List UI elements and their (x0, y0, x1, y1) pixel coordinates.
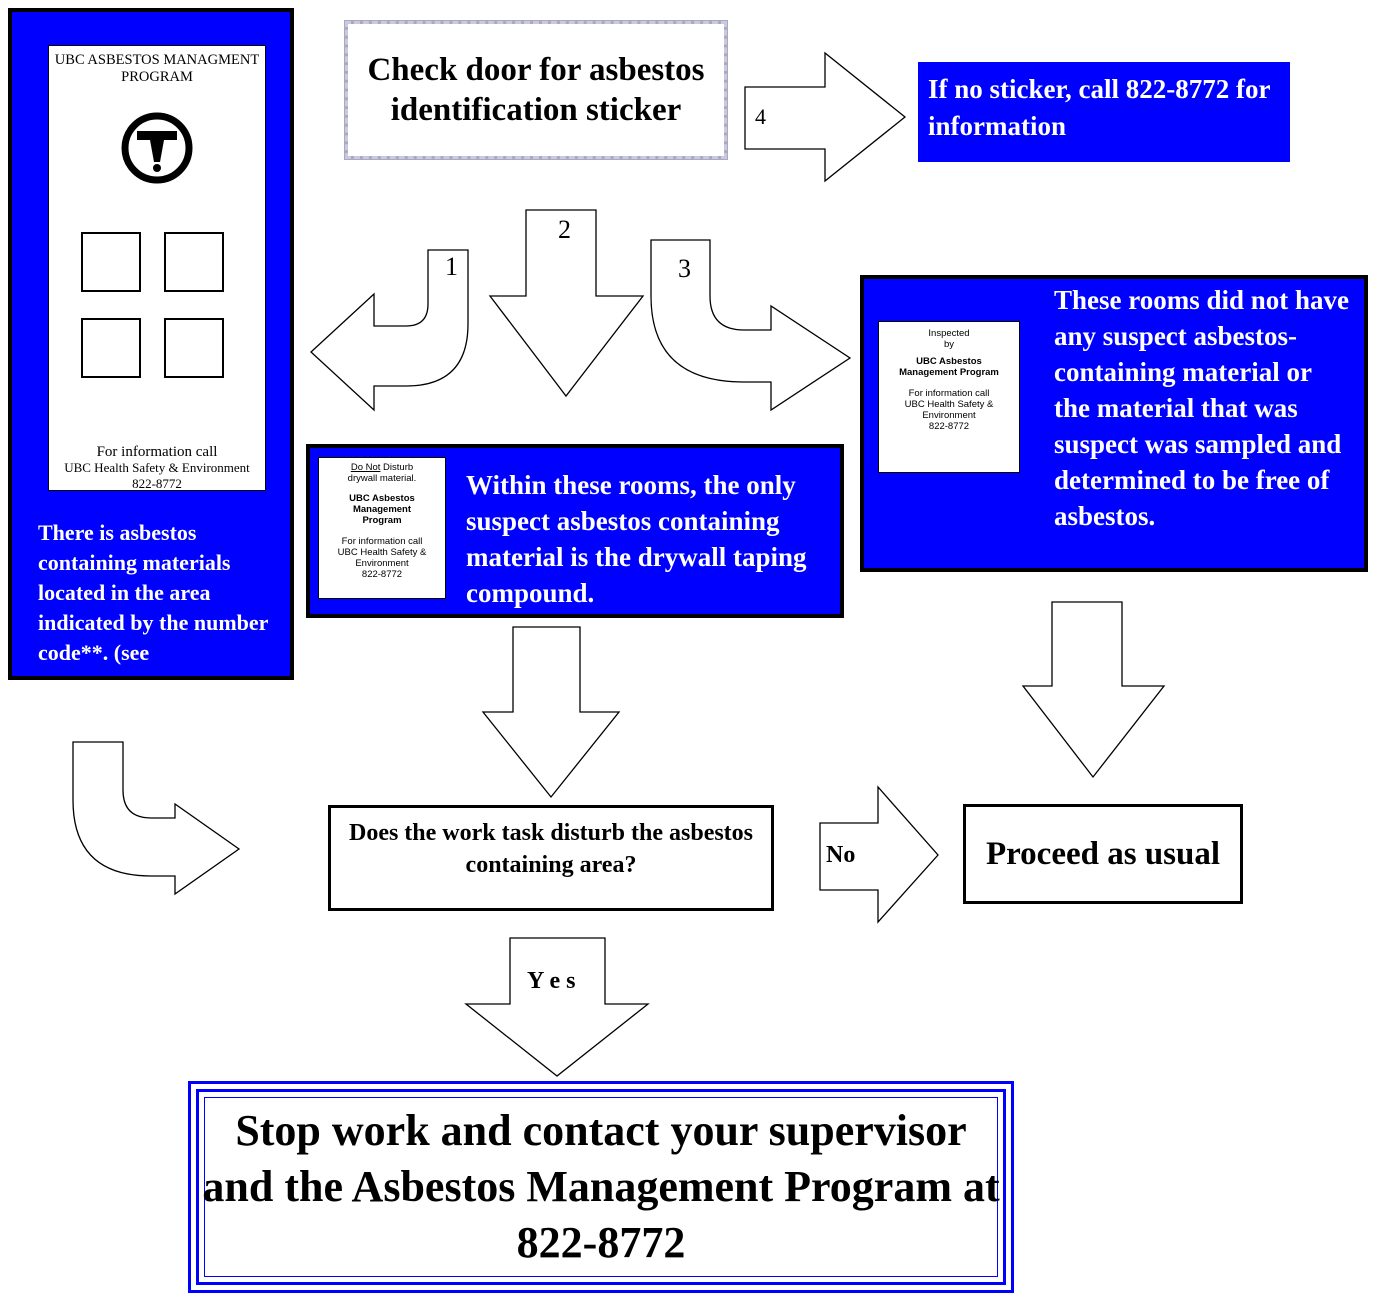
no-sticker-box: If no sticker, call 822-8772 for informa… (918, 62, 1290, 162)
stop-box-border (196, 1089, 1006, 1285)
sticker-info: For information call UBC Health Safety &… (49, 444, 265, 491)
proceed-text: Proceed as usual (985, 835, 1221, 872)
drywall-compound-text: Within these rooms, the only suspect asb… (466, 470, 807, 608)
sticker-info-line: UBC Health Safety & Environment (64, 460, 250, 475)
stop-work-box (188, 1081, 1014, 1293)
sticker-phone: 822-8772 (361, 569, 403, 580)
sticker-program-name: UBC Asbestos Management Program (349, 493, 415, 526)
sticker-phone: 822-8772 (132, 476, 182, 491)
asbestos-t-symbol-icon (121, 112, 193, 184)
no-suspect-material-text: These rooms did not have any suspect asb… (1054, 285, 1350, 531)
number-code-square-1 (81, 232, 141, 292)
sticker-info-line: For information call (908, 388, 990, 399)
inspected-sticker: Inspected by UBC Asbestos Management Pro… (878, 321, 1020, 473)
work-task-question: Does the work task disturb the asbestos … (348, 820, 754, 878)
sticker-by-label: by (943, 339, 955, 350)
sticker-do-not-disturb: Do Not Disturb (319, 462, 445, 473)
work-task-question-box: Does the work task disturb the asbestos … (328, 805, 774, 911)
sticker-info-line: UBC Health Safety & Environment (337, 547, 427, 569)
asbestos-identification-sticker: UBC ASBESTOS MANAGMENT PROGRAM For infor… (48, 45, 266, 491)
no-label: No (826, 842, 856, 868)
check-door-box: Check door for asbestos identification s… (344, 20, 728, 160)
check-door-text: Check door for asbestos identification s… (367, 52, 705, 128)
number-code-square-4 (164, 318, 224, 378)
sticker-disturb: Disturb (380, 462, 414, 473)
sticker-info-line: For information call (96, 444, 218, 460)
sticker-program-name: UBC Asbestos Management Program (899, 356, 999, 378)
number-code-square-2 (164, 232, 224, 292)
no-sticker-text: If no sticker, call 822-8772 for informa… (928, 74, 1270, 141)
sticker-phone: 822-8772 (928, 421, 970, 432)
arrow-number-1: 1 (445, 252, 458, 281)
asbestos-present-text: There is asbestos containing materials l… (38, 520, 269, 665)
arrow-number-4: 4 (755, 104, 766, 129)
proceed-box: Proceed as usual (963, 804, 1243, 904)
stop-work-text: Stop work and contact your supervisor an… (202, 1106, 1000, 1267)
number-code-square-3 (81, 318, 141, 378)
yes-label: Y e s (527, 968, 576, 994)
do-not-disturb-sticker: Do Not Disturb drywall material. UBC Asb… (318, 457, 446, 599)
sticker-do-not: Do Not (350, 462, 381, 473)
sticker-material: drywall material. (347, 473, 417, 484)
sticker-info-line: For information call (341, 536, 423, 547)
sticker-info-line: UBC Health Safety & Environment (904, 399, 994, 421)
sticker-inspected-label: Inspected (928, 328, 970, 339)
arrow-number-2: 2 (558, 215, 571, 244)
sticker-title: UBC ASBESTOS MANAGMENT PROGRAM (54, 52, 260, 85)
arrow-number-3: 3 (678, 254, 691, 283)
stop-box-border-inner (204, 1097, 998, 1277)
